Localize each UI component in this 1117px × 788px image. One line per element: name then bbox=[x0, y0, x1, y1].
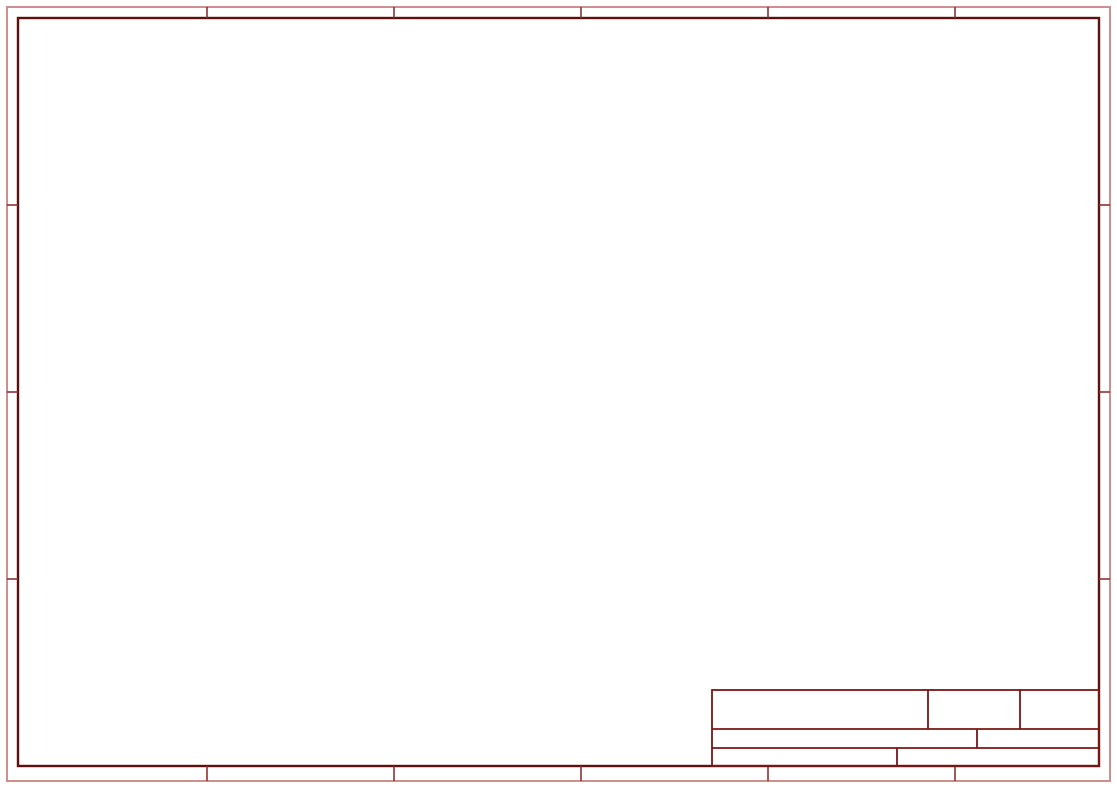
frame-outer-border bbox=[6, 6, 1111, 782]
title-block bbox=[711, 689, 1100, 767]
title-block-border bbox=[711, 689, 1100, 767]
frame-zone-ticks bbox=[7, 7, 1110, 781]
frame-inner-border bbox=[16, 16, 1101, 768]
sheet-frame bbox=[6, 6, 1111, 782]
